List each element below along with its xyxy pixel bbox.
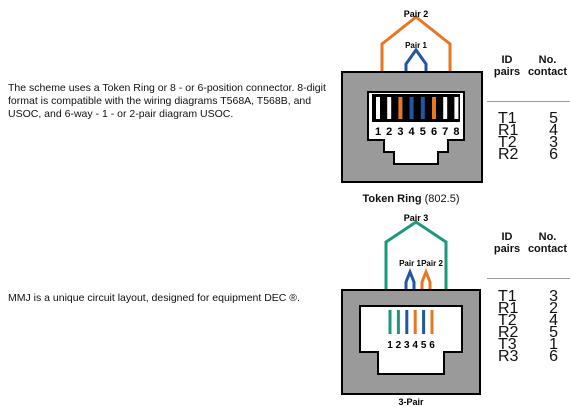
row-contact: 5 xyxy=(549,110,558,127)
pin-2 xyxy=(387,97,392,119)
pin-number-5: 5 xyxy=(421,340,427,351)
token-ring-caption-bold: Token Ring xyxy=(362,193,422,205)
row-id: R3 xyxy=(498,348,519,365)
pin-7 xyxy=(443,97,448,119)
pin-1 xyxy=(388,310,392,334)
pin-1 xyxy=(376,97,380,119)
pair1-label: Pair 1 xyxy=(405,41,427,50)
table-row: R2 6 xyxy=(488,146,558,163)
pin-4 xyxy=(413,310,417,334)
table2-header-no-line2: contact xyxy=(527,243,568,255)
table2-header-no: No. contact xyxy=(525,231,570,255)
pin-3 xyxy=(398,97,403,119)
pair3-label: Pair 3 xyxy=(404,213,429,223)
table2-header-id-line1: ID xyxy=(501,231,513,243)
pin-number-2: 2 xyxy=(396,340,402,351)
pin-5 xyxy=(420,97,425,119)
token-ring-caption: Token Ring (802.5) xyxy=(340,193,482,205)
pin-number-1: 1 xyxy=(375,126,381,138)
table1-header-no: No. contact xyxy=(525,54,570,78)
row-contact: 3 xyxy=(549,134,558,151)
pin-number-3: 3 xyxy=(397,126,403,138)
table-row: T1 5 xyxy=(488,110,558,127)
pair2-label: Pair 2 xyxy=(421,259,443,268)
table1-header-id: ID pairs xyxy=(487,54,527,78)
table-row: R3 6 xyxy=(488,348,558,365)
table-row: T1 3 xyxy=(488,288,558,305)
row-contact: 6 xyxy=(549,146,558,163)
row-contact: 5 xyxy=(549,324,558,341)
pin-number-3: 3 xyxy=(404,340,410,351)
pin-number-6: 6 xyxy=(431,126,437,138)
table-row: T3 1 xyxy=(488,336,558,353)
pin-number-8: 8 xyxy=(453,126,459,138)
jack-opening xyxy=(359,305,463,375)
table-row: T2 4 xyxy=(488,312,558,329)
token-ring-caption-rest: (802.5) xyxy=(421,193,460,205)
row-id: R2 xyxy=(498,324,519,341)
pair2-label: Pair 2 xyxy=(404,9,429,19)
table-row: R1 4 xyxy=(488,122,558,139)
pin-number-6: 6 xyxy=(429,340,435,351)
table2-rule xyxy=(487,278,570,279)
row-id: T2 xyxy=(498,134,517,151)
row-id: T1 xyxy=(498,288,517,305)
row-id: R1 xyxy=(498,300,519,317)
row-id: T3 xyxy=(498,336,517,353)
pin-4 xyxy=(409,97,414,119)
pin-number-1: 1 xyxy=(387,340,393,351)
pin-number-4: 4 xyxy=(412,340,418,351)
pair1-label: Pair 1 xyxy=(399,259,421,268)
row-contact: 4 xyxy=(549,312,558,329)
table-row: R2 5 xyxy=(488,324,558,341)
pin-8 xyxy=(454,97,459,119)
row-id: R1 xyxy=(498,122,519,139)
pin-6 xyxy=(432,97,436,119)
table1-header-id-line2: pairs xyxy=(493,66,521,78)
pin-2 xyxy=(396,310,400,334)
token-ring-description: The scheme uses a Token Ring or 8 - or 6… xyxy=(8,82,326,120)
pin-3 xyxy=(405,310,409,334)
pin-6 xyxy=(430,310,434,334)
row-contact: 4 xyxy=(549,122,558,139)
pair2-wire xyxy=(380,15,452,96)
table2-header-id-line2: pairs xyxy=(493,243,521,255)
row-id: T2 xyxy=(498,312,517,329)
pin-number-4: 4 xyxy=(409,126,416,138)
row-id: R2 xyxy=(498,146,519,163)
row-contact: 3 xyxy=(549,288,558,305)
table-row: R1 2 xyxy=(488,300,558,317)
pin-number-5: 5 xyxy=(420,126,426,138)
pin-5 xyxy=(422,310,426,334)
row-contact: 6 xyxy=(549,348,558,365)
pin-number-7: 7 xyxy=(442,126,448,138)
table2-header-id: ID pairs xyxy=(487,231,527,255)
table1-header-id-line1: ID xyxy=(501,54,513,66)
pin-number-2: 2 xyxy=(386,126,392,138)
table1-header-no-line1: No. xyxy=(538,54,557,66)
table1-rule xyxy=(487,101,570,102)
table2-header-no-line1: No. xyxy=(538,231,557,243)
row-contact: 1 xyxy=(549,336,558,353)
row-contact: 2 xyxy=(549,300,558,317)
pair3-wire xyxy=(384,220,448,320)
table-row: T2 3 xyxy=(488,134,558,151)
mmj-caption: 3-Pair xyxy=(398,397,424,407)
table1-header-no-line2: contact xyxy=(527,66,568,78)
row-id: T1 xyxy=(498,110,517,127)
mmj-description: MMJ is a unique circuit layout, designed… xyxy=(8,292,300,304)
